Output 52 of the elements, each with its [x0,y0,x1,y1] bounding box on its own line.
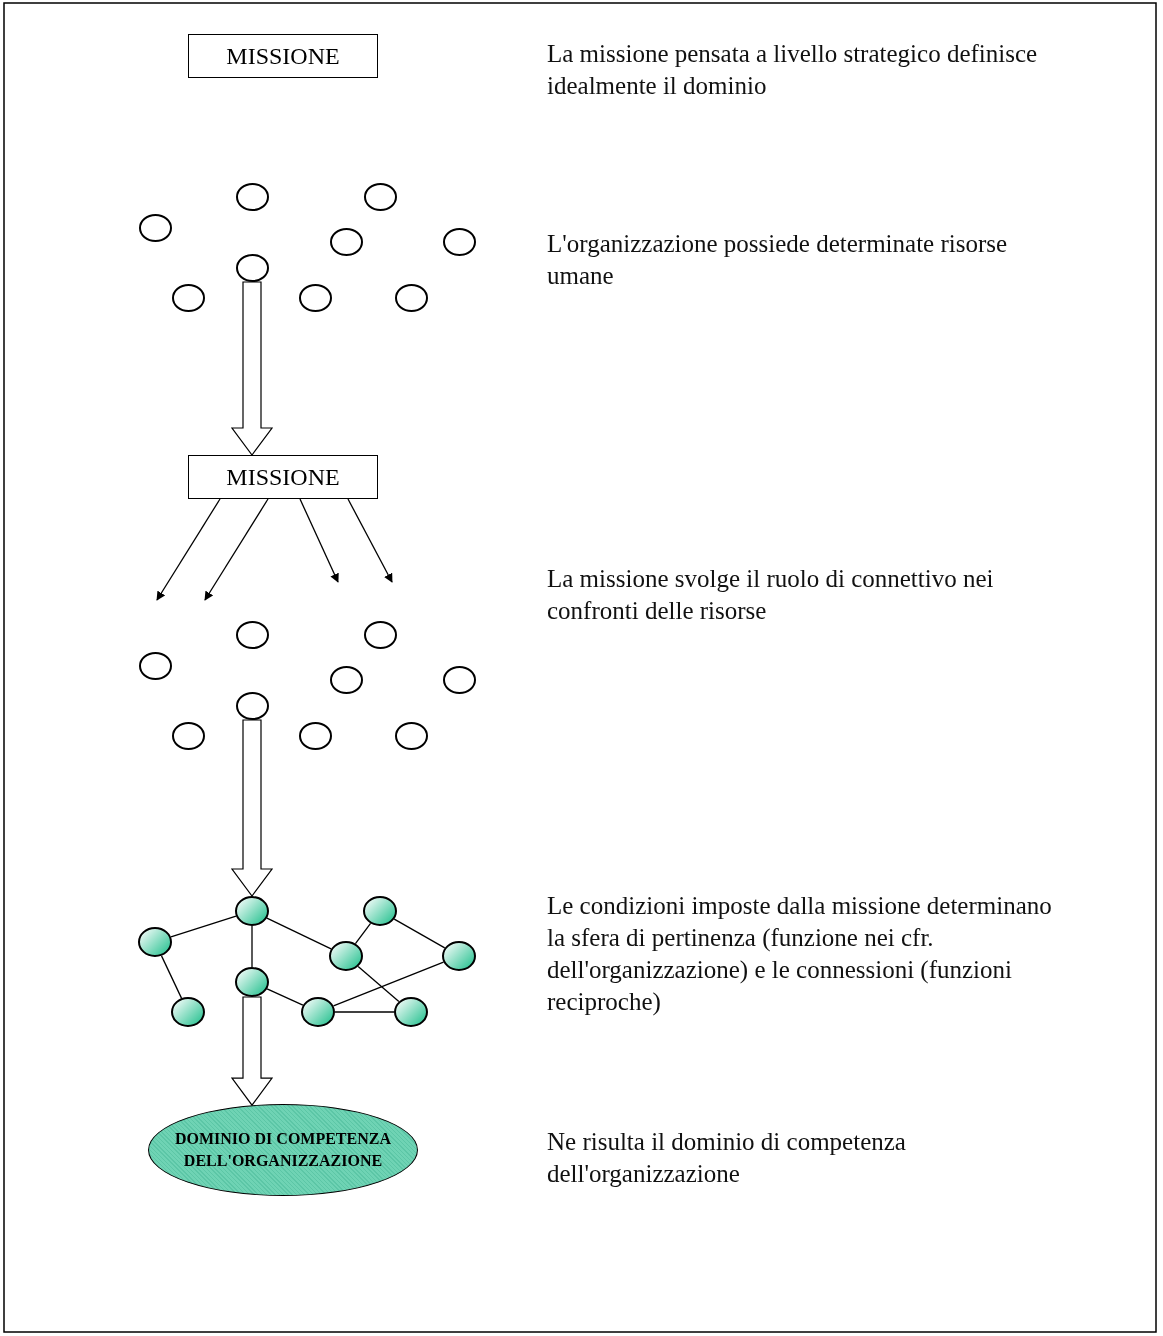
block-arrow [230,281,274,456]
circle-node [329,666,363,694]
connector-line [266,988,304,1006]
circle-node [171,997,205,1027]
circle-node [138,927,172,957]
circle-node [235,967,269,997]
circle-node [394,284,428,312]
arrow [204,498,269,601]
connector-line [354,922,372,945]
connector-line [251,925,253,968]
circle-node [235,896,269,926]
circle-node [298,722,332,750]
description-text: La missione svolge il ruolo di connettivo nei confronti delle risorse [547,564,995,626]
circle-node [394,997,428,1027]
circle-node [171,722,205,750]
mission-box: MISSIONE [188,455,378,499]
circle-node [235,621,269,649]
description-text: La missione pensata a livello strategico definisce idealmente il dominio [547,39,1039,101]
arrow [347,498,393,583]
circle-node [301,997,335,1027]
arrow [299,498,339,583]
description-text: Le condizioni imposte dalla missione determinano la sfera di pertinenza (funzione nei cfr. dell'organizzazione) e le connessioni (funzioni reciproche) [547,891,1053,1018]
circle-node [235,254,269,282]
circle-node [235,183,269,211]
circle-node [363,896,397,926]
circle-node [442,228,476,256]
description-text: Ne risulta il dominio di competenza dell'organizzazione [547,1127,907,1189]
block-arrow [230,996,274,1107]
circle-node [298,284,332,312]
circle-node [329,228,363,256]
circle-node [329,941,363,971]
mission-box: MISSIONE [188,34,378,78]
circle-node [363,183,397,211]
connector-line [393,918,446,949]
circle-node [442,941,476,971]
connector-line [334,1011,395,1013]
circle-node [171,284,205,312]
block-arrow [230,719,274,897]
description-text: L'organizzazione possiede determinate risorse umane [547,229,1009,291]
connector-line [332,961,445,1007]
circle-node [235,692,269,720]
circle-node [363,621,397,649]
circle-node [442,666,476,694]
circle-node [138,652,172,680]
connector-line [357,965,400,1003]
arrow [156,498,221,601]
connector-line [160,955,183,999]
circle-node [138,214,172,242]
connector-line [170,915,237,938]
domain-ellipse: DOMINIO DI COMPETENZA DELL'ORGANIZZAZIONE [148,1104,418,1196]
circle-node [394,722,428,750]
connector-line [266,917,332,950]
